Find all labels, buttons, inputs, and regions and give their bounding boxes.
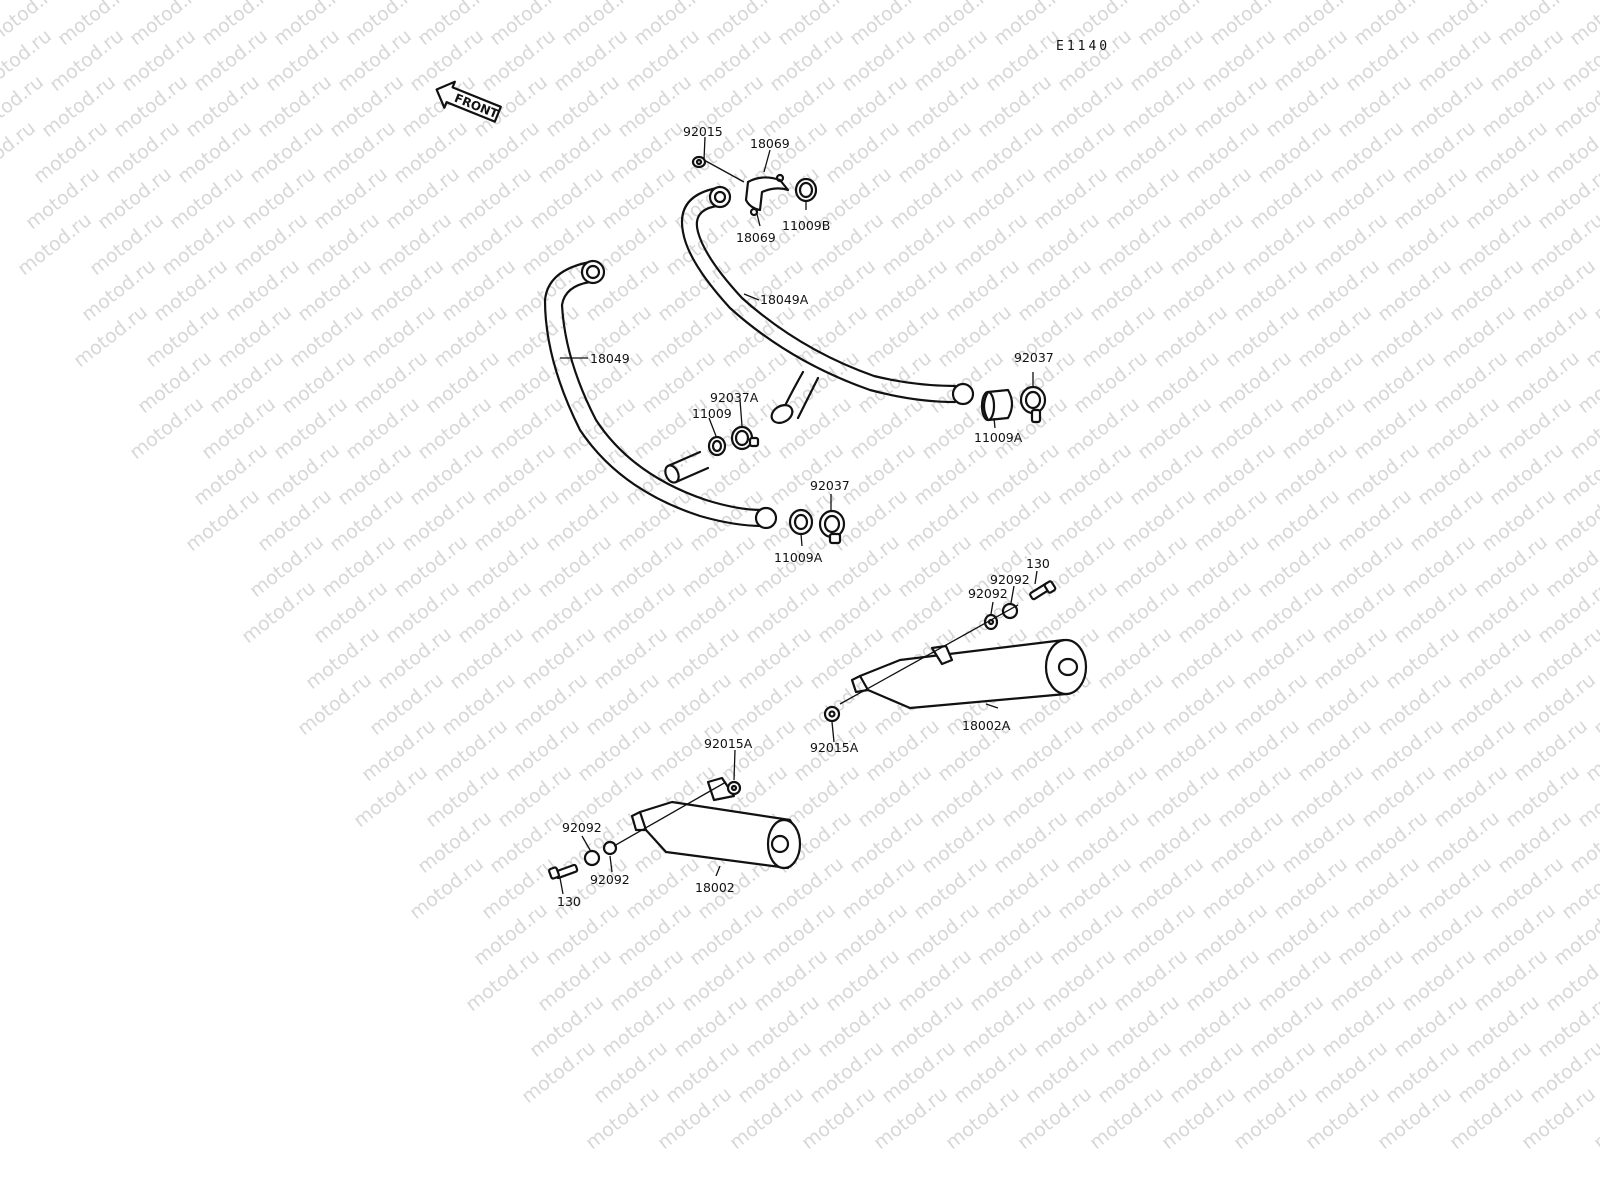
label-92037-right: 92037	[1014, 350, 1054, 365]
clamp-92037A	[730, 425, 760, 451]
label-18069-bottom: 18069	[736, 230, 776, 245]
watermark-layer: motod.rumotod.rumotod.rumotod.rumotod.ru…	[0, 0, 1600, 1154]
label-92037A: 92037A	[710, 390, 759, 405]
watermark-text: motod.ru	[1566, 0, 1600, 50]
label-18049: 18049	[590, 351, 630, 366]
label-92015A-right: 92015A	[810, 740, 859, 755]
label-130-left: 130	[557, 894, 581, 909]
label-11009B: 11009B	[782, 218, 830, 233]
label-18049A: 18049A	[760, 292, 809, 307]
label-130-right: 130	[1026, 556, 1050, 571]
label-18069-top: 18069	[750, 136, 790, 151]
bolt-130-left	[547, 863, 579, 880]
label-92015A-left: 92015A	[704, 736, 753, 751]
exhaust-pipe-18049A	[680, 185, 975, 424]
label-92092-left-top: 92092	[562, 820, 602, 835]
muffler-18002A	[850, 638, 1088, 710]
label-92015: 92015	[683, 124, 723, 139]
label-92092-right-left: 92092	[968, 586, 1008, 601]
clamp-92037-lower	[818, 509, 846, 545]
bolt-130-right	[1029, 580, 1057, 601]
gasket-11009	[707, 435, 727, 457]
collar-92092-left	[602, 840, 618, 856]
part-labels: 92015 18069 18069 11009B 18049A 18049 92…	[557, 124, 1054, 909]
nut-92015	[691, 155, 707, 169]
label-11009A-lower: 11009A	[774, 550, 823, 565]
label-11009: 11009	[692, 406, 732, 421]
gasket-11009A-lower	[788, 508, 814, 536]
front-label: FRONT	[452, 91, 501, 121]
grommet-92092-left	[583, 849, 601, 867]
label-92092-right-top: 92092	[990, 572, 1030, 587]
label-11009A-right: 11009A	[974, 430, 1023, 445]
label-18002A: 18002A	[962, 718, 1011, 733]
leader-lines	[559, 136, 1038, 895]
gasket-11009A-right	[980, 388, 1014, 422]
watermark-text: motod.ru	[1574, 0, 1600, 4]
label-92037-lower: 92037	[810, 478, 850, 493]
nut-92015A-right	[823, 705, 841, 723]
label-18002: 18002	[695, 880, 735, 895]
diagram-code: E1140	[1056, 39, 1110, 54]
label-92092-left-bottom: 92092	[590, 872, 630, 887]
muffler-18002	[630, 776, 802, 870]
gasket-11009B	[794, 177, 818, 203]
exhaust-pipe-18049	[543, 259, 778, 530]
clamp-92037-right	[1019, 385, 1047, 424]
nut-92015A-left	[726, 780, 742, 796]
